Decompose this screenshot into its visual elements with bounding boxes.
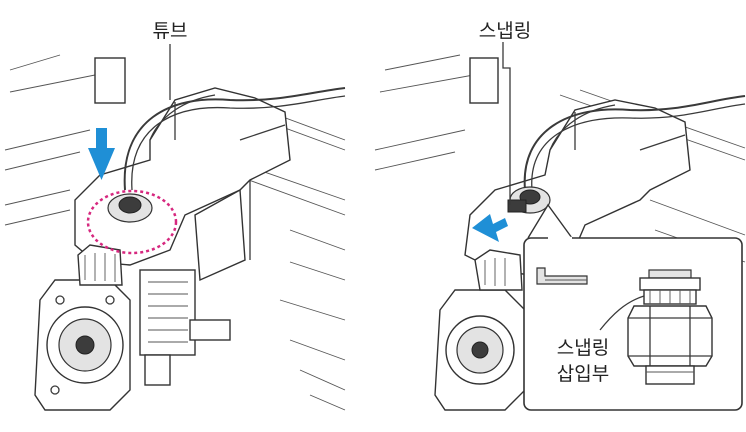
left-vent-grid <box>139 269 196 356</box>
snapring-part <box>536 267 588 285</box>
tube-label: 튜브 <box>153 20 188 42</box>
snapring-slot-label-line1: 스냅링 <box>557 337 609 359</box>
arrow-right-icon <box>472 214 508 242</box>
right-fan <box>434 289 526 411</box>
callout-pointer <box>527 203 573 239</box>
left-printhead <box>34 87 346 411</box>
detail-callout-box: 스냅링 삽입부 <box>523 236 743 411</box>
right-printhead <box>434 95 746 411</box>
fitting-detail <box>627 269 713 385</box>
right-panel: 스냅링 스냅링 <box>374 20 746 411</box>
snapring-label: 스냅링 <box>479 20 531 42</box>
slot-leader-line <box>599 295 645 331</box>
arrow-down-icon <box>88 128 115 180</box>
snapring-slot-label-line2: 삽입부 <box>557 363 609 385</box>
left-fan <box>34 279 131 411</box>
snapring-leader-line <box>502 42 511 205</box>
tube-fitting-highlight <box>86 189 178 255</box>
left-panel: 튜브 <box>4 20 346 411</box>
